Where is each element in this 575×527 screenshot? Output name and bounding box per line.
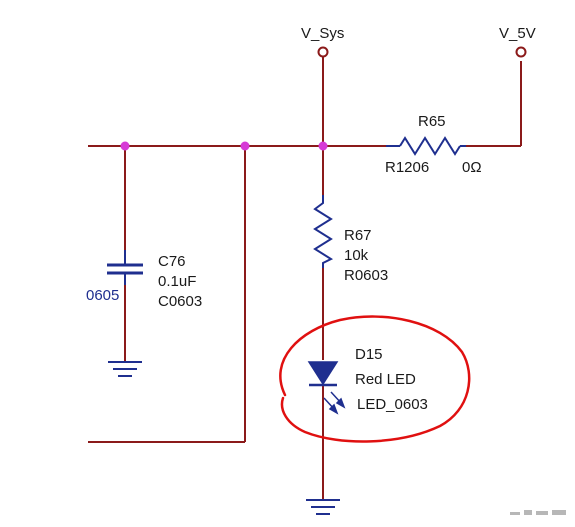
r67-value: 10k bbox=[344, 247, 369, 264]
d15-ref: D15 bbox=[355, 346, 383, 363]
d15-led: D15 Red LED LED_0603 bbox=[307, 346, 428, 415]
junction-dots bbox=[120, 141, 328, 151]
c76-ref: C76 bbox=[158, 253, 186, 270]
wires bbox=[88, 61, 522, 500]
r65-resistor: R65 R1206 0Ω bbox=[385, 113, 482, 176]
r65-ref: R65 bbox=[418, 113, 446, 130]
vsys-label: V_Sys bbox=[301, 25, 344, 42]
r65-zigzag bbox=[399, 136, 461, 156]
c76-ground-symbol bbox=[108, 361, 142, 377]
junction-dot bbox=[120, 141, 130, 151]
led-ground-symbol bbox=[306, 499, 340, 515]
d15-value: Red LED bbox=[355, 371, 416, 388]
c76-package: C0603 bbox=[158, 293, 202, 310]
highlight-annotation-circle bbox=[279, 315, 471, 443]
v5v-port: V_5V bbox=[499, 25, 536, 58]
r67-ref: R67 bbox=[344, 227, 372, 244]
r67-package: R0603 bbox=[344, 267, 388, 284]
v5v-label: V_5V bbox=[499, 25, 536, 42]
c76-value: 0.1uF bbox=[158, 273, 196, 290]
v5v-port-circle bbox=[515, 46, 527, 58]
r65-value: 0Ω bbox=[462, 159, 482, 176]
d15-triangle bbox=[307, 361, 339, 386]
vsys-port-circle bbox=[317, 46, 329, 58]
vsys-port: V_Sys bbox=[301, 25, 344, 61]
c76-clipped-package: 0605 bbox=[86, 287, 119, 304]
r67-zigzag bbox=[313, 195, 334, 268]
junction-dot bbox=[318, 141, 328, 151]
watermark-fragment bbox=[510, 510, 566, 515]
junction-dot bbox=[240, 141, 250, 151]
d15-emission-arrows bbox=[323, 391, 346, 415]
d15-package: LED_0603 bbox=[357, 396, 428, 413]
r65-package: R1206 bbox=[385, 159, 429, 176]
r67-resistor: R67 10k R0603 bbox=[313, 195, 388, 284]
c76-capacitor: C76 0.1uF C0603 0605 bbox=[86, 250, 202, 310]
